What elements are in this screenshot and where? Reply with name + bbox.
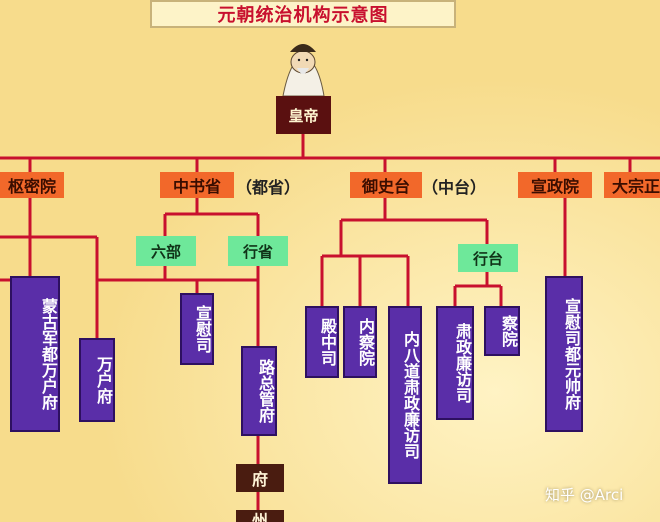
zhongshusheng-note: （都省）	[236, 178, 301, 197]
xuanweisi-box: 宣慰司	[180, 293, 214, 365]
zhongshusheng-box: 中书省	[160, 172, 234, 198]
xingsheng-box: 行省	[228, 236, 288, 266]
zhou-box: 州	[236, 510, 284, 522]
dazongzheng-box: 大宗正	[604, 172, 660, 198]
menggu-junduwanhufu-box: 蒙古军都万户府	[10, 276, 60, 432]
xuanweisi-duyuanshuaifu-box: 宣慰司都元帅府	[545, 276, 583, 432]
page-title: 元朝统治机构示意图	[150, 0, 456, 28]
wanhufu-box: 万户府	[79, 338, 115, 422]
luzongguanfu-box: 路总管府	[241, 346, 277, 436]
dianzhongsi-box: 殿中司	[305, 306, 339, 378]
suzhenglianfangsi-box: 肃政廉访司	[436, 306, 474, 420]
emperor-box: 皇帝	[276, 96, 331, 134]
watermark: 知乎 @Arci	[545, 486, 624, 504]
neibadao-box: 内八道肃政廉访司	[388, 306, 422, 484]
xuanzhengyuan-box: 宣政院	[518, 172, 592, 198]
fu-box: 府	[236, 464, 284, 492]
chayuan-box: 察院	[484, 306, 520, 356]
shumiyuan-box: 枢密院	[0, 172, 64, 198]
xingtai-box: 行台	[458, 244, 518, 272]
liubu-box: 六部	[136, 236, 196, 266]
yushitai-note: （中台）	[422, 178, 487, 197]
nachayuan-box: 内察院	[343, 306, 377, 378]
yushitai-box: 御史台	[350, 172, 422, 198]
connector-lines	[0, 134, 660, 510]
emperor-portrait-icon	[282, 44, 325, 97]
